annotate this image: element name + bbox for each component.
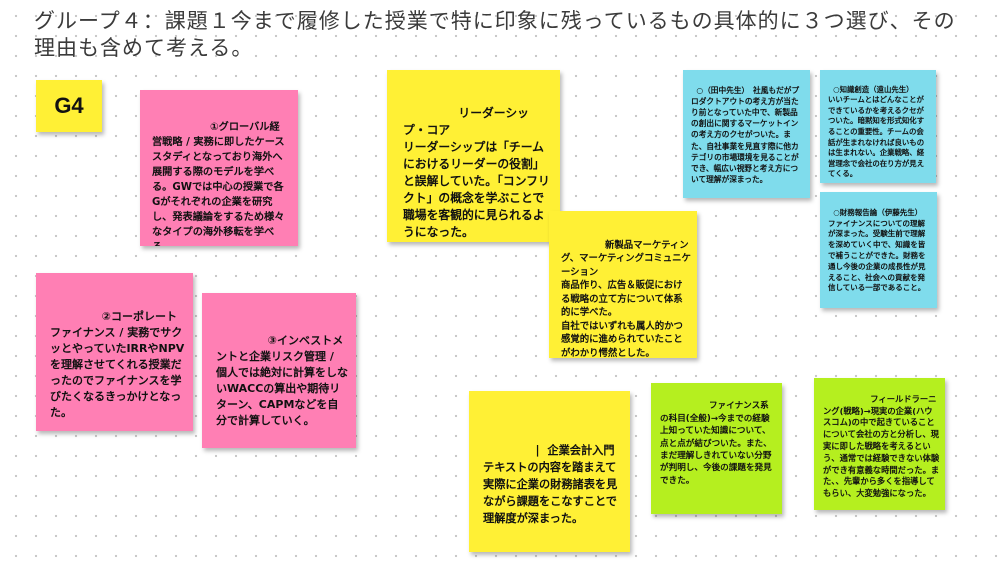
note-text: フィールドラーニング(戦略)→現実の企業(ハウスコム)の中で起きていることについ… <box>823 393 940 499</box>
note-text: ○（田中先生） 社風もだがプロダクトアウトの考え方が当たり前となっていた中で、新… <box>691 86 800 184</box>
note-text: ③インベストメントと企業リスク管理 / 個人では絶対に計算をしないWACCの算出… <box>216 334 348 427</box>
sticky-note-finance[interactable]: ファイナンス系の科目(全般)→今までの経験上知っていた知識について、点と点が結び… <box>651 383 782 514</box>
sticky-note-tanaka[interactable]: ○（田中先生） 社風もだがプロダクトアウトの考え方が当たり前となっていた中で、新… <box>683 70 810 198</box>
note-text: ファイナンス系の科目(全般)→今までの経験上知っていた知識について、点と点が結び… <box>660 401 772 486</box>
note-text: | 企業会計入門 テキストの内容を踏まえて実際に企業の財務諸表を見ながら課題をこ… <box>483 444 618 525</box>
note-text: ②コーポレートファイナンス / 実務でサクッとやっていたIRRやNPVを理解させ… <box>50 310 185 419</box>
sticky-note-leadership-core[interactable]: リーダーシップ・コア リーダーシップは「チームにおけるリーダーの役割」と誤解して… <box>387 70 560 242</box>
sticky-note-field-learning[interactable]: フィールドラーニング(戦略)→現実の企業(ハウスコム)の中で起きていることについ… <box>814 378 945 510</box>
board-title: グループ４：課題１今まで履修した授業で特に印象に残っているもの具体的に３つ選び、… <box>34 9 956 60</box>
note-text: リーダーシップ・コア リーダーシップは「チームにおけるリーダーの役割」と誤解して… <box>403 106 550 239</box>
note-text: 新製品マーケティング、マーケティングコミュニケーション 商品作り、広告＆販促にお… <box>561 239 691 359</box>
sticky-note-investment-risk[interactable]: ③インベストメントと企業リスク管理 / 個人では絶対に計算をしないWACCの算出… <box>202 293 356 448</box>
sticky-note-accounting-intro[interactable]: | 企業会計入門 テキストの内容を踏まえて実際に企業の財務諸表を見ながら課題をこ… <box>469 391 630 552</box>
sticky-note-new-product-marketing[interactable]: 新製品マーケティング、マーケティングコミュニケーション 商品作り、広告＆販促にお… <box>549 211 697 358</box>
sticky-note-corporate-finance[interactable]: ②コーポレートファイナンス / 実務でサクッとやっていたIRRやNPVを理解させ… <box>36 273 193 431</box>
sticky-note-ito[interactable]: ○財務報告論（伊藤先生） ファイナンスについての理解が深まった。受験生前で理解を… <box>820 192 937 308</box>
sticky-note-tohyama[interactable]: ○知識創造（遠山先生） いいチームとはどんなことができているかを考えるクセがつい… <box>820 70 936 183</box>
sticky-note-global-strategy[interactable]: ①グローバル経営戦略 / 実務に即したケーススタディとなっており海外へ展開する際… <box>140 90 298 246</box>
group-label-note[interactable]: G4 <box>36 80 102 132</box>
note-text: ○財務報告論（伊藤先生） ファイナンスについての理解が深まった。受験生前で理解を… <box>828 207 927 293</box>
note-text: ①グローバル経営戦略 / 実務に即したケーススタディとなっており海外へ展開する際… <box>152 122 285 246</box>
note-text: ○知識創造（遠山先生） いいチームとはどんなことができているかを考えるクセがつい… <box>828 84 925 179</box>
